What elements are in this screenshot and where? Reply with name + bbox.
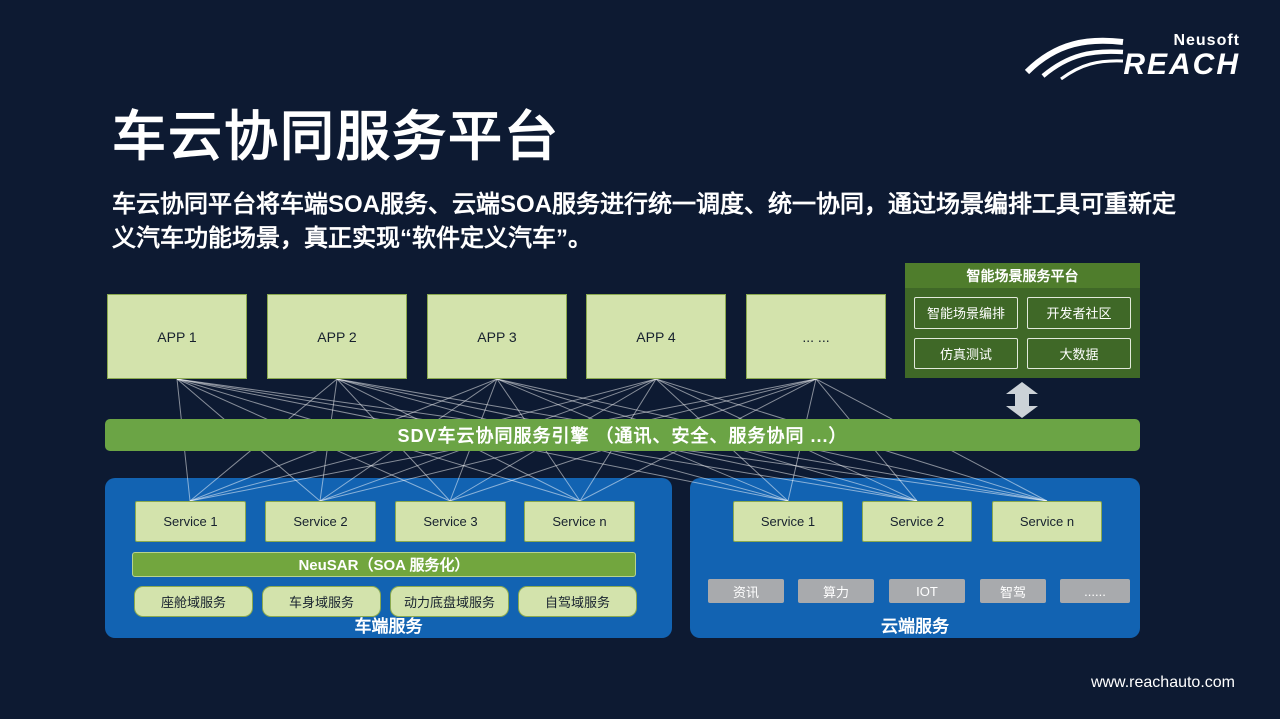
domain-service-box: 座舱域服务 <box>134 586 253 617</box>
scene-platform-item: 智能场景编排 <box>914 297 1018 329</box>
scene-platform-item: 开发者社区 <box>1027 297 1131 329</box>
vehicle-service-box: Service n <box>524 501 635 542</box>
cloud-services-container: Service 1 Service 2 Service n 资讯 算力 IOT … <box>690 478 1140 638</box>
double-arrow-icon <box>1006 382 1038 418</box>
cloud-services-label: 云端服务 <box>881 617 949 636</box>
logo-reach-text: REACH <box>1123 48 1240 81</box>
scene-platform-item: 仿真测试 <box>914 337 1018 369</box>
sdv-engine-bar: SDV车云协同服务引擎 （通讯、安全、服务协同 ...） <box>105 419 1140 451</box>
app-box: ... ... <box>746 294 886 379</box>
footer-url: www.reachauto.com <box>1090 674 1235 691</box>
neusoft-reach-logo: Neusoft REACH <box>1025 32 1240 84</box>
app-box: APP 2 <box>267 294 407 379</box>
cloud-resource-box: 智驾 <box>980 579 1046 603</box>
page-title: 车云协同服务平台 <box>112 107 560 167</box>
scene-platform-title: 智能场景服务平台 <box>905 263 1140 288</box>
page-description: 车云协同平台将车端SOA服务、云端SOA服务进行统一调度、统一协同，通过场景编排… <box>112 191 1177 253</box>
logo-neusoft-text: Neusoft <box>1173 32 1240 49</box>
cloud-service-box: Service 1 <box>733 501 843 542</box>
scene-platform-item: 大数据 <box>1027 337 1131 369</box>
reach-swoosh-icon <box>1025 37 1124 80</box>
cloud-service-box: Service 2 <box>862 501 972 542</box>
cloud-service-box: Service n <box>992 501 1102 542</box>
app-box: APP 1 <box>107 294 247 379</box>
vehicle-service-box: Service 1 <box>135 501 246 542</box>
app-box: APP 3 <box>427 294 567 379</box>
scene-platform-body: 智能场景编排 开发者社区 仿真测试 大数据 <box>905 288 1140 378</box>
app-box: APP 4 <box>586 294 726 379</box>
vehicle-services-container: Service 1 Service 2 Service 3 Service n … <box>105 478 672 638</box>
vehicle-services-label: 车端服务 <box>354 617 423 636</box>
domain-service-box: 动力底盘域服务 <box>390 586 509 617</box>
domain-service-box: 车身域服务 <box>262 586 381 617</box>
cloud-resource-box: 资讯 <box>708 579 784 603</box>
cloud-resource-box: IOT <box>889 579 965 603</box>
scene-platform-panel: 智能场景服务平台 智能场景编排 开发者社区 仿真测试 大数据 <box>905 263 1140 378</box>
domain-service-box: 自驾域服务 <box>518 586 637 617</box>
cloud-resource-box: 算力 <box>798 579 874 603</box>
neusar-bar: NeuSAR（SOA 服务化） <box>132 552 636 577</box>
vehicle-service-box: Service 2 <box>265 501 376 542</box>
cloud-resource-box: ...... <box>1060 579 1130 603</box>
vehicle-service-box: Service 3 <box>395 501 506 542</box>
